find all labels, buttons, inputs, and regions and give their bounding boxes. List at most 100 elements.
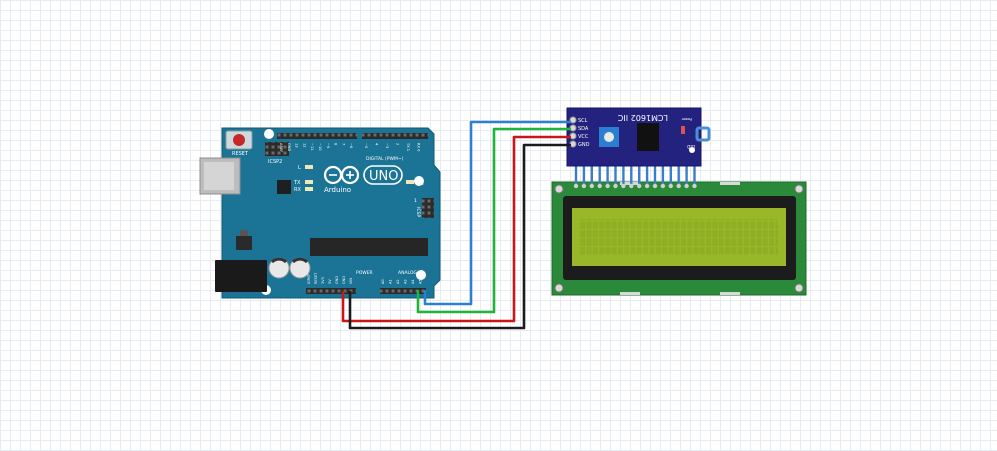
wire-sda: [416, 127, 571, 314]
lcd-bracket: [620, 182, 640, 185]
analog-pin-label: A3: [404, 279, 408, 284]
digital-pin-label: ~10: [318, 143, 322, 151]
digital-header-2: [362, 133, 428, 139]
led-rx: [305, 187, 313, 191]
led-jumper-label: LED: [687, 144, 695, 149]
power-pin-label: GND: [342, 276, 346, 284]
digital-pin-label: 2: [396, 143, 400, 145]
power-pin-label: RESET: [314, 272, 318, 284]
icsp-label: ICSP: [415, 207, 421, 217]
lcd-pin-pad: [605, 183, 610, 189]
power-pin-label: 3V3: [321, 277, 325, 284]
digital-header-1: [277, 133, 357, 139]
mounting-hole: [794, 184, 804, 194]
i2c-chip: [637, 123, 659, 151]
lcd-pin-pad: [660, 183, 666, 189]
lcd-bracket: [620, 292, 640, 295]
i2c-pin-label: SDA: [578, 126, 589, 132]
icsp-pin1-label: 1: [414, 198, 417, 204]
analog-pin-label: A2: [396, 279, 400, 284]
lcd-pin-pad: [621, 183, 626, 189]
reset-button[interactable]: [225, 130, 253, 150]
i2c-pin-label: VCC: [578, 134, 589, 140]
analog-pin-label: A5: [419, 279, 423, 284]
digital-pin-label: ~9: [326, 143, 330, 149]
icsp2-label: ICSP2: [268, 159, 282, 165]
lcd-bracket: [720, 182, 740, 185]
power-led: [681, 126, 685, 134]
lcd-pin-pad: [597, 183, 602, 189]
contrast-potentiometer[interactable]: [599, 127, 619, 147]
lcd-bracket: [720, 292, 740, 295]
power-label: POWER: [356, 270, 373, 276]
lcd-pin-pad: [573, 183, 579, 189]
analog-pin-label: A1: [389, 279, 393, 284]
lcd-1602-display: [551, 181, 807, 296]
digital-pin-label: AREF: [279, 143, 283, 152]
i2c-title: LCM1602 IIC: [617, 113, 668, 122]
analog-pin-label: A4: [411, 279, 415, 284]
mounting-hole: [689, 147, 695, 153]
i2c-pin-group: SCL SDA VCC GND: [569, 116, 590, 148]
lcd-pin-pad: [684, 183, 689, 189]
mounting-hole: [554, 283, 564, 293]
digital-pin-label: ~5: [364, 143, 368, 148]
digital-pin-label: 8: [334, 143, 338, 146]
voltage-regulator: [236, 236, 252, 250]
digital-pin-label: 7: [341, 143, 345, 145]
i2c-pin-label: SCL: [578, 118, 588, 124]
digital-pin-label: 13: [295, 143, 299, 148]
led-jumper[interactable]: [695, 126, 711, 142]
i2c-pin-label: GND: [578, 142, 590, 148]
lcd-pin-pad: [644, 183, 650, 189]
power-pin-label: IOREF: [307, 274, 311, 284]
led-tx-label: TX: [293, 180, 301, 186]
led-tx: [305, 180, 313, 184]
lcd-pin-pad: [581, 183, 587, 189]
lcd-pin-pad: [676, 183, 681, 189]
power-jack: [215, 260, 267, 292]
capacitor: [289, 257, 311, 279]
digital-pin-label: 12: [302, 143, 306, 148]
uno-badge: [363, 165, 403, 185]
reset-label: RESET: [232, 151, 249, 157]
mounting-hole: [554, 184, 564, 194]
i2c-pcb: [566, 107, 702, 167]
lcd-pin-pad: [692, 183, 697, 189]
lcd-pin-pad: [652, 183, 658, 189]
wire-scl: [423, 120, 571, 306]
mounting-hole: [794, 283, 804, 293]
power-pin-label: GND: [335, 276, 339, 284]
usb-chip: [277, 180, 291, 194]
power-pin-label: VIN: [349, 278, 353, 284]
mounting-hole: [264, 129, 274, 139]
analog-header: [380, 288, 426, 294]
lcd-pin-pad: [668, 183, 673, 189]
led-on: [406, 180, 414, 184]
lcd-pin-pad: [613, 183, 618, 189]
digital-pin-label: GND: [287, 143, 291, 151]
mounting-hole: [414, 176, 424, 186]
digital-pin-label: ~3: [385, 143, 389, 148]
mounting-hole: [416, 270, 426, 280]
digital-pin-label: 4: [375, 143, 379, 146]
analog-label: ANALOG IN: [398, 270, 423, 276]
led-l: [305, 165, 313, 169]
digital-pin-label: TX 1: [406, 142, 410, 151]
digital-label: DIGITAL (PWM~): [366, 156, 404, 162]
atmega-chip: [310, 238, 428, 256]
digital-pin-label: RX 0: [417, 143, 421, 152]
on-label: ON: [416, 181, 424, 187]
icsp-header: [422, 198, 434, 218]
power-header: [306, 288, 356, 294]
wire-vcc: [341, 135, 571, 323]
power-pin-label: 5V: [328, 279, 332, 284]
lcd-character-grid: [580, 219, 778, 255]
connection-wires: [341, 120, 571, 330]
power-led-label: Power: [681, 117, 692, 121]
icsp2-header: [265, 142, 289, 156]
